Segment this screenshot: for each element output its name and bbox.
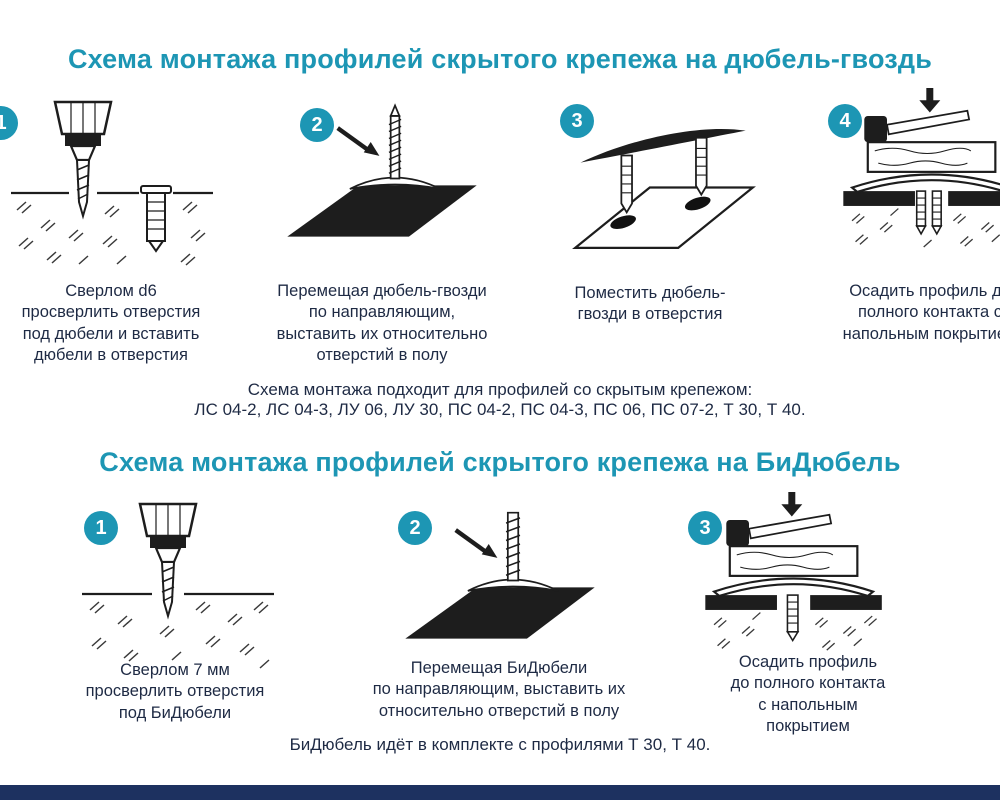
step1-caption: Сверлом d6 просверлить отверстия под дюб…: [21, 282, 201, 365]
hammer-icon: [726, 513, 833, 547]
arrow-icon: [336, 126, 380, 156]
step-number: 2: [311, 113, 323, 136]
step-number: 3: [571, 109, 583, 132]
fastener-on-profile-icon: [287, 103, 477, 237]
screw-icon: [695, 136, 708, 197]
fastener-on-profile-icon: [405, 511, 595, 639]
screw-icon: [786, 594, 800, 643]
step-badge-2: 2: [300, 108, 334, 142]
align-bidowel-illustration: [400, 504, 600, 643]
dowel-icon: [915, 190, 927, 236]
step-badge-1: 1: [84, 511, 118, 545]
step2-caption: Перемещая дюбель-гвозди по направляющим,…: [276, 282, 488, 365]
step-number: 4: [839, 109, 851, 132]
hammer-scene-icon: [843, 88, 1000, 248]
screw-icon: [620, 154, 633, 215]
step-badge-1: 1: [0, 106, 18, 140]
section1-title: Схема монтажа профилей скрытого крепежа …: [67, 44, 933, 74]
step-badge-4: 4: [828, 104, 862, 138]
step4-caption: Осадить профиль до полного контакта с на…: [842, 282, 1000, 343]
drill-icon: [82, 502, 274, 669]
step-number: 1: [0, 111, 7, 134]
hammer-icon: [864, 109, 971, 143]
dowel-icon: [931, 190, 943, 236]
down-arrow-icon: [919, 88, 941, 113]
section1-note: Схема монтажа подходит для профилей со с…: [194, 380, 806, 419]
step-badge-3: 3: [688, 511, 722, 545]
hammer-set-profile-illustration: [838, 88, 1000, 254]
step-number: 3: [699, 516, 711, 539]
arrow-icon: [454, 528, 498, 558]
footer-bar: [0, 785, 1000, 800]
align-dowel-nail-illustration: [282, 102, 482, 241]
drill-illustration: [78, 502, 278, 672]
step3-caption: Поместить дюбель- гвозди в отверстия: [574, 284, 726, 324]
step1-caption: Сверлом 7 мм просверлить отверстия под Б…: [85, 661, 265, 722]
down-arrow-icon: [781, 492, 803, 517]
step-badge-2: 2: [398, 511, 432, 545]
section2-title: Схема монтажа профилей скрытого крепежа …: [99, 447, 901, 477]
hammer-set-profile-illustration: [700, 492, 888, 658]
step2-caption: Перемещая БиДюбели по направляющим, выст…: [372, 659, 626, 720]
step-number: 1: [95, 516, 107, 539]
drill-icon: [11, 100, 213, 266]
drill-and-dowel-illustration: [6, 98, 218, 273]
step-number: 2: [409, 516, 421, 539]
profile-over-holes-icon: [572, 128, 756, 250]
place-fasteners-illustration: [566, 104, 762, 255]
dowel-icon: [140, 185, 172, 253]
step3-caption: Осадить профиль до полного контакта с на…: [730, 653, 886, 736]
hammer-scene-icon: [705, 492, 882, 651]
step-badge-3: 3: [560, 104, 594, 138]
section2-note: БиДюбель идёт в комплекте с профилями Т …: [289, 735, 711, 754]
